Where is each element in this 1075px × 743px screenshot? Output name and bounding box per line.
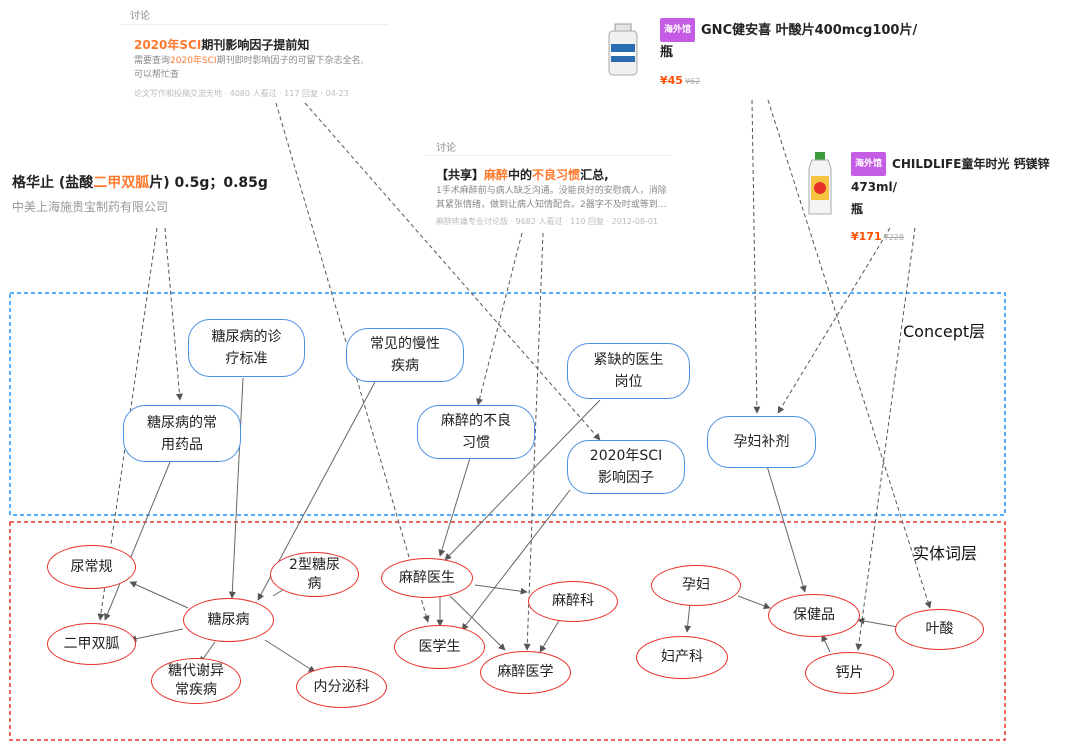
card-meta: 论文写作和投稿交流天地 · 4080 人看过 · 117 回复 · 04-23 bbox=[134, 89, 349, 98]
concept-layer-label: Concept层 bbox=[903, 322, 986, 341]
product-price: ¥45¥62 bbox=[660, 74, 701, 87]
entity-node-mazui-yisheng[interactable]: 麻醉医生 bbox=[381, 558, 473, 598]
entity-node-neifenmi[interactable]: 内分泌科 bbox=[296, 666, 387, 708]
concept-node-jinque-yisheng[interactable]: 紧缺的医生 岗位 bbox=[567, 343, 690, 399]
drug-title[interactable]: 格华止 (盐酸二甲双胍片) 0.5g；0.85g bbox=[12, 175, 268, 191]
gnc-bottle-image bbox=[608, 23, 638, 76]
card-meta: 麻醉疼痛专业讨论版 · 9682 人看过 · 110 回复 · 2012-08-… bbox=[436, 217, 659, 226]
card-title: 【共享】麻醉中的不良习惯汇总, bbox=[436, 168, 609, 182]
entity-node-fuchanke[interactable]: 妇产科 bbox=[636, 636, 728, 679]
entity-layer-label: 实体词层 bbox=[913, 544, 978, 563]
entity-node-gaipian[interactable]: 钙片 bbox=[805, 652, 894, 694]
product-price: ¥171¥228 bbox=[851, 230, 904, 243]
entity-node-yesuan[interactable]: 叶酸 bbox=[895, 609, 984, 650]
entity-node-mazui-yixue[interactable]: 麻醉医学 bbox=[480, 651, 571, 694]
entity-node-erjia[interactable]: 二甲双胍 bbox=[47, 623, 136, 665]
concept-node-tnb-yaopin[interactable]: 糖尿病的常 用药品 bbox=[123, 405, 241, 462]
overseas-badge: 海外馆 bbox=[660, 18, 696, 42]
concept-node-mazui-buliang[interactable]: 麻醉的不良 习惯 bbox=[417, 405, 535, 459]
card-desc: 需要查询2020年SCI期刊即时影响因子的可留下杂志全名,可以帮忙查 bbox=[134, 56, 364, 80]
card-title: 2020年SCI期刊影响因子提前知 bbox=[134, 38, 310, 52]
entity-node-niaochanggui[interactable]: 尿常规 bbox=[47, 545, 136, 589]
concept-node-changjian-manxing[interactable]: 常见的慢性 疾病 bbox=[346, 328, 464, 382]
concept-node-tnb-zhenliao[interactable]: 糖尿病的诊 疗标准 bbox=[188, 319, 305, 377]
concept-node-sci-2020[interactable]: 2020年SCI 影响因子 bbox=[567, 440, 685, 494]
entity-node-yunfu[interactable]: 孕妇 bbox=[651, 565, 741, 606]
entity-layer-box bbox=[9, 521, 1006, 741]
entity-node-tangniaobing[interactable]: 糖尿病 bbox=[183, 598, 274, 642]
childlife-bottle-image bbox=[808, 152, 832, 215]
entity-node-daixie[interactable]: 糖代谢异 常疾病 bbox=[151, 658, 241, 704]
entity-node-mazui-ke[interactable]: 麻醉科 bbox=[528, 581, 618, 622]
concept-node-yunfu-buji[interactable]: 孕妇补剂 bbox=[707, 416, 816, 468]
entity-node-type2[interactable]: 2型糖尿 病 bbox=[270, 552, 359, 597]
overseas-badge: 海外馆 bbox=[851, 152, 887, 176]
entity-node-baojianpin[interactable]: 保健品 bbox=[768, 594, 860, 637]
entity-node-yixuesheng[interactable]: 医学生 bbox=[394, 625, 485, 669]
concept-layer-box bbox=[9, 292, 1006, 516]
card-tag: 讨论 bbox=[436, 143, 456, 154]
drug-company: 中美上海施贵宝制药有限公司 bbox=[12, 200, 169, 214]
card-desc: 1手术麻醉前与病人缺乏沟通。没能良好的安慰病人，消除其紧张情绪，做到让病人知情配… bbox=[436, 186, 667, 210]
card-tag: 讨论 bbox=[130, 11, 150, 22]
forum-card-mazui[interactable]: 讨论 【共享】麻醉中的不良习惯汇总, 1手术麻醉前与病人缺乏沟通。没能良好的安慰… bbox=[426, 132, 670, 232]
forum-card-sci[interactable]: 讨论 2020年SCI期刊影响因子提前知 需要查询2020年SCI期刊即时影响因… bbox=[120, 0, 388, 102]
